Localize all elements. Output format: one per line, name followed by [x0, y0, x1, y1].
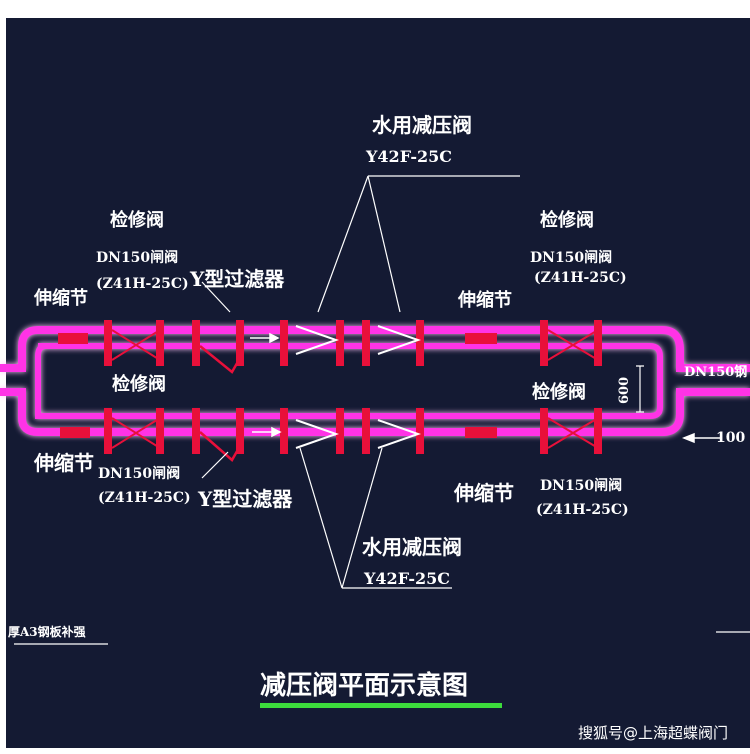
flange-bottom-8: [416, 408, 424, 454]
reducer-bottom-1: [295, 419, 340, 449]
flange-bottom-9: [540, 408, 548, 454]
screen-background: [6, 18, 750, 748]
flange-top-3: [192, 320, 200, 366]
flow-arrows: [250, 332, 720, 444]
upper-pipe: [0, 326, 750, 372]
expansion-joints: [58, 333, 497, 438]
flow-arrowhead-top: [269, 332, 280, 344]
flange-bottom-5: [280, 408, 288, 454]
right-flow-label: 100: [716, 430, 745, 446]
top-left-expansion: 伸缩节: [33, 287, 88, 309]
leader-top-strainer: [201, 281, 231, 313]
top-left-service-valve: 检修阀: [110, 209, 164, 231]
leader-lines: [14, 175, 750, 645]
labels: 水用减压阀 Y42F-25C 检修阀 DN150闸阀 (Z41H-25C) Y型…: [8, 113, 747, 701]
gate-valve-symbols: [111, 329, 599, 449]
gate-valve-bottom-left: [111, 417, 161, 449]
bottom-reducer-name: 水用减压阀: [362, 535, 462, 559]
top-left-gate-valve: DN150闸阀: [96, 249, 178, 266]
flange-bottom-3: [192, 408, 200, 454]
top-right-gate-valve: DN150闸阀: [530, 249, 612, 266]
leader-bottom-strainer: [201, 451, 229, 479]
reducer-top-1: [295, 325, 340, 355]
dimension-value: 600: [617, 377, 632, 404]
valve-flanges: [104, 320, 602, 454]
flange-bottom-1: [104, 408, 112, 454]
flange-top-4: [236, 320, 244, 366]
plate-note: 厚A3钢板补强: [8, 624, 86, 639]
bottom-right-gate-model: (Z41H-25C): [536, 502, 629, 518]
flange-top-6: [336, 320, 344, 366]
bottom-reducer-model: Y42F-25C: [363, 569, 450, 588]
flange-top-8: [416, 320, 424, 366]
gate-valve-bottom-right: [547, 417, 599, 449]
bottom-left-strainer: Y型过滤器: [197, 487, 293, 511]
flow-arrowhead-bottom: [271, 426, 282, 438]
expansion-joint-bottom-right: [465, 427, 497, 438]
inlet-arrowhead: [681, 432, 695, 444]
reducer-bottom-2: [377, 419, 422, 449]
right-pipe-label: DN150钢: [684, 364, 747, 380]
gate-valve-top-left: [111, 329, 161, 361]
flange-top-10: [594, 320, 602, 366]
flange-top-2: [156, 320, 164, 366]
y-strainer-bottom: [199, 431, 242, 462]
flange-bottom-6: [336, 408, 344, 454]
bottom-left-gate-model: (Z41H-25C): [98, 490, 191, 506]
flange-top-7: [362, 320, 370, 366]
reducer-valves: [295, 325, 422, 449]
dimension-ticks: [636, 365, 644, 413]
flange-top-9: [540, 320, 548, 366]
top-right-gate-model: (Z41H-25C): [534, 270, 627, 286]
reducer-top-2: [377, 325, 422, 355]
flange-top-5: [280, 320, 288, 366]
flange-bottom-4: [236, 408, 244, 454]
top-left-strainer: Y型过滤器: [189, 267, 285, 291]
mid-right-service-valve: 检修阀: [532, 381, 586, 403]
leader-top-reducer: [317, 175, 401, 313]
bottom-right-expansion: 伸缩节: [453, 481, 514, 505]
gate-valve-top-right: [547, 329, 599, 361]
expansion-joint-top-left: [58, 333, 88, 344]
pipe-loop: [0, 326, 750, 436]
flange-bottom-7: [362, 408, 370, 454]
y-strainers: [199, 345, 242, 462]
flange-top-1: [104, 320, 112, 366]
expansion-joint-top-right: [465, 333, 497, 344]
top-reducer-model: Y42F-25C: [365, 147, 452, 166]
bottom-left-expansion: 伸缩节: [33, 451, 94, 475]
leader-bottom-reducer: [299, 447, 383, 589]
watermark: 搜狐号@上海超蝶阀门: [578, 724, 728, 742]
diagram-title: 减压阀平面示意图: [260, 670, 468, 701]
inner-pipe-loop: [34, 343, 663, 419]
top-reducer-name: 水用减压阀: [372, 113, 472, 137]
lower-pipe: [0, 388, 750, 436]
flange-bottom-10: [594, 408, 602, 454]
flange-bottom-2: [156, 408, 164, 454]
expansion-joint-bottom-left: [60, 427, 90, 438]
top-right-service-valve: 检修阀: [540, 209, 594, 231]
bottom-right-gate-valve: DN150闸阀: [540, 477, 622, 494]
top-margin: [0, 0, 750, 18]
y-strainer-top: [199, 345, 242, 374]
mid-left-service-valve: 检修阀: [112, 373, 166, 395]
title-underline: [260, 703, 502, 708]
top-right-expansion: 伸缩节: [457, 289, 512, 311]
top-left-gate-model: (Z41H-25C): [96, 276, 189, 292]
bottom-left-gate-valve: DN150闸阀: [98, 465, 180, 482]
